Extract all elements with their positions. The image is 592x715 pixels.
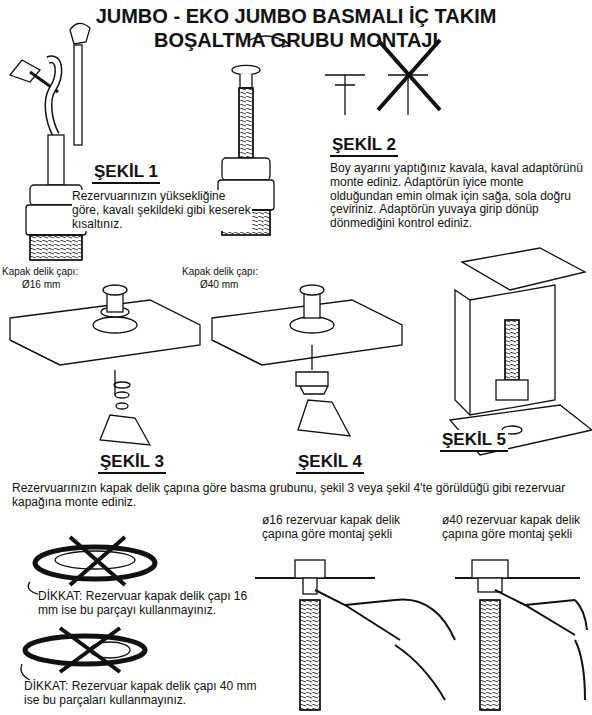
title: JUMBO - EKO JUMBO BASMALI İÇ TAKIM BOŞAL… [50,4,542,52]
instruction-text: Rezervuarınızın yüksekliğine göre, kaval… [72,190,252,231]
figure-4 [212,285,402,436]
figure-label: ŞEKİL 1 [92,162,160,184]
mounting-detail [255,560,587,710]
dimension-label: Kapak delik çapı: [2,266,78,278]
figure-label: ŞEKİL 2 [330,135,398,157]
figure-label: ŞEKİL 3 [98,452,166,474]
figure-label: ŞEKİL 5 [440,430,508,452]
figure-5 [450,248,592,455]
instruction-text: Rezervuarınızın kapak delik çapına göre … [12,482,582,510]
warning-note: DİKKAT: Rezervuar kapak delik çapı 16 mm… [38,590,253,618]
figure-3 [10,285,200,445]
mount-caption: ø16 rezervuar kapak delik çapına göre mo… [262,514,422,542]
dimension-value: Ø16 mm [22,279,60,291]
warning-note: DİKKAT: Rezervuar kapak delik çapı 40 mm… [24,680,259,708]
dimension-label: Kapak delik çapı: [182,266,258,278]
dimension-value: Ø40 mm [200,279,238,291]
figure-label: ŞEKİL 4 [296,452,364,474]
instruction-text: Boy ayarını yaptığınız kavala, kaval ada… [330,162,585,231]
mount-caption: ø40 rezervuar kapak delik çapına göre mo… [442,514,588,542]
